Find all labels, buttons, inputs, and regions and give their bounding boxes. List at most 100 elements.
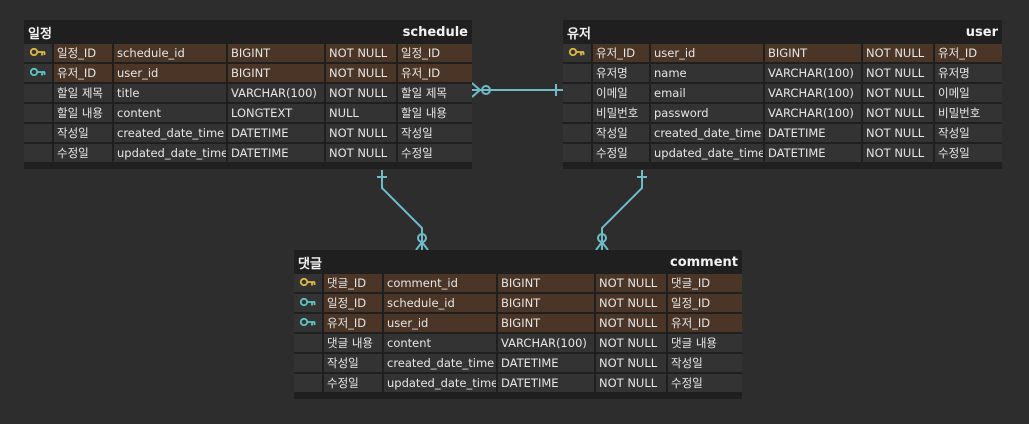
comment-cell: 수정일 xyxy=(935,144,1002,164)
key-cell xyxy=(24,84,54,104)
physical-name-cell: created_date_time xyxy=(384,354,498,374)
nullable-cell: NOT NULL xyxy=(863,84,935,104)
logical-name-cell: 작성일 xyxy=(324,354,384,374)
comment-cell: 수정일 xyxy=(668,374,742,394)
comment-cell: 수정일 xyxy=(398,144,472,164)
type-cell: LONGTEXT xyxy=(228,104,326,124)
rel-schedule-comment xyxy=(381,170,423,250)
nullable-cell: NOT NULL xyxy=(596,314,668,334)
logical-name-cell: 할일 제목 xyxy=(54,84,114,104)
key-cell xyxy=(563,64,593,84)
physical-name-cell: updated_date_time xyxy=(114,144,228,164)
comment-cell: 할일 제목 xyxy=(398,84,472,104)
key-cell xyxy=(563,84,593,104)
type-cell: DATETIME xyxy=(498,374,596,394)
nullable-cell: NOT NULL xyxy=(596,274,668,294)
key-cell xyxy=(24,44,54,64)
nullable-cell: NOT NULL xyxy=(596,354,668,374)
foreign-key-icon xyxy=(299,294,316,312)
logical-name-cell: 수정일 xyxy=(54,144,114,164)
type-cell: VARCHAR(100) xyxy=(765,84,863,104)
rel-schedule-user-crow xyxy=(471,82,482,98)
physical-name-cell: created_date_time xyxy=(114,124,228,144)
logical-name-cell: 수정일 xyxy=(324,374,384,394)
nullable-cell: NOT NULL xyxy=(863,104,935,124)
key-cell xyxy=(294,354,324,374)
entity-logical-name: 유저 xyxy=(567,26,591,42)
physical-name-cell: email xyxy=(651,84,765,104)
type-cell: DATETIME xyxy=(228,144,326,164)
type-cell: VARCHAR(100) xyxy=(228,84,326,104)
entity-logical-name: 일정 xyxy=(28,26,52,42)
entity-header: 유저 user xyxy=(563,20,1002,44)
physical-name-cell: user_id xyxy=(651,44,765,64)
nullable-cell: NOT NULL xyxy=(326,124,398,144)
type-cell: BIGINT xyxy=(765,44,863,64)
physical-name-cell: title xyxy=(114,84,228,104)
type-cell: BIGINT xyxy=(498,314,596,334)
nullable-cell: NOT NULL xyxy=(863,64,935,84)
rel-user-comment xyxy=(601,170,643,250)
type-cell: DATETIME xyxy=(228,124,326,144)
physical-name-cell: updated_date_time xyxy=(651,144,765,164)
logical-name-cell: 이메일 xyxy=(593,84,651,104)
primary-key-icon xyxy=(29,44,46,62)
physical-name-cell: user_id xyxy=(384,314,498,334)
key-cell xyxy=(24,124,54,144)
key-cell xyxy=(294,294,324,314)
logical-name-cell: 유저_ID xyxy=(324,314,384,334)
entity-physical-name: user xyxy=(965,24,998,40)
nullable-cell: NOT NULL xyxy=(863,44,935,64)
nullable-cell: NOT NULL xyxy=(326,44,398,64)
key-cell xyxy=(294,274,324,294)
key-cell xyxy=(563,124,593,144)
key-cell xyxy=(563,144,593,164)
primary-key-icon xyxy=(568,44,585,62)
physical-name-cell: content xyxy=(384,334,498,354)
nullable-cell: NOT NULL xyxy=(326,64,398,84)
type-cell: VARCHAR(100) xyxy=(498,334,596,354)
logical-name-cell: 일정_ID xyxy=(54,44,114,64)
nullable-cell: NOT NULL xyxy=(863,124,935,144)
rel-user-comment-crow xyxy=(595,240,609,251)
comment-cell: 댓글_ID xyxy=(668,274,742,294)
type-cell: DATETIME xyxy=(498,354,596,374)
key-cell xyxy=(294,314,324,334)
logical-name-cell: 유저명 xyxy=(593,64,651,84)
nullable-cell: NOT NULL xyxy=(863,144,935,164)
comment-cell: 유저_ID xyxy=(935,44,1002,64)
key-cell xyxy=(294,334,324,354)
rel-schedule-user-optional xyxy=(481,85,491,95)
comment-cell: 작성일 xyxy=(398,124,472,144)
physical-name-cell: password xyxy=(651,104,765,124)
nullable-cell: NOT NULL xyxy=(326,144,398,164)
logical-name-cell: 댓글 내용 xyxy=(324,334,384,354)
key-cell xyxy=(24,64,54,84)
logical-name-cell: 할일 내용 xyxy=(54,104,114,124)
physical-name-cell: name xyxy=(651,64,765,84)
key-cell xyxy=(294,374,324,394)
logical-name-cell: 유저_ID xyxy=(593,44,651,64)
